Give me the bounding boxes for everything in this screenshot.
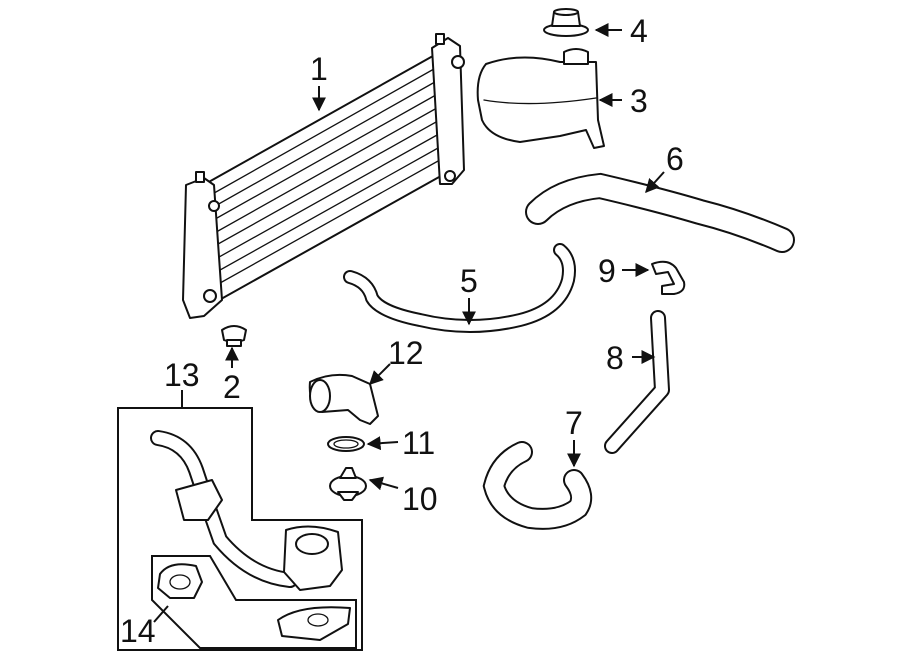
water-outlet-part xyxy=(150,430,343,591)
gasket-part xyxy=(157,563,351,641)
callout-14: 14 xyxy=(120,613,156,649)
heater-hose-part xyxy=(604,310,670,454)
callout-1: 1 xyxy=(310,51,328,87)
gasket-set-box xyxy=(151,555,357,649)
bypass-hose-part xyxy=(343,243,576,333)
radiator-part xyxy=(182,33,465,319)
reservoir-cap-part xyxy=(543,8,589,37)
thermostat-part xyxy=(329,467,367,501)
thermostat-housing-part xyxy=(308,373,379,425)
callout-7: 7 xyxy=(565,405,583,441)
callout-12: 12 xyxy=(388,335,424,371)
callout-labels: 1 2 3 4 5 6 7 8 9 10 11 12 13 14 xyxy=(120,13,684,649)
callout-8: 8 xyxy=(606,340,624,376)
upper-hose-part xyxy=(525,172,795,253)
callout-6: 6 xyxy=(666,141,684,177)
water-outlet-assembly-box xyxy=(117,407,363,651)
callout-9: 9 xyxy=(598,253,616,289)
callout-3: 3 xyxy=(630,83,648,119)
callout-5: 5 xyxy=(460,263,478,299)
drain-plug-part xyxy=(221,325,247,347)
callout-13: 13 xyxy=(164,357,200,393)
leader-lines xyxy=(153,23,665,623)
callout-2: 2 xyxy=(223,369,241,405)
callout-10: 10 xyxy=(402,481,438,517)
callout-4: 4 xyxy=(630,13,648,49)
hose-clamp-part xyxy=(651,260,686,295)
lower-hose-part xyxy=(482,441,593,530)
coolant-reservoir-part xyxy=(476,48,605,149)
o-ring-part xyxy=(327,436,365,452)
callout-11: 11 xyxy=(402,425,435,461)
